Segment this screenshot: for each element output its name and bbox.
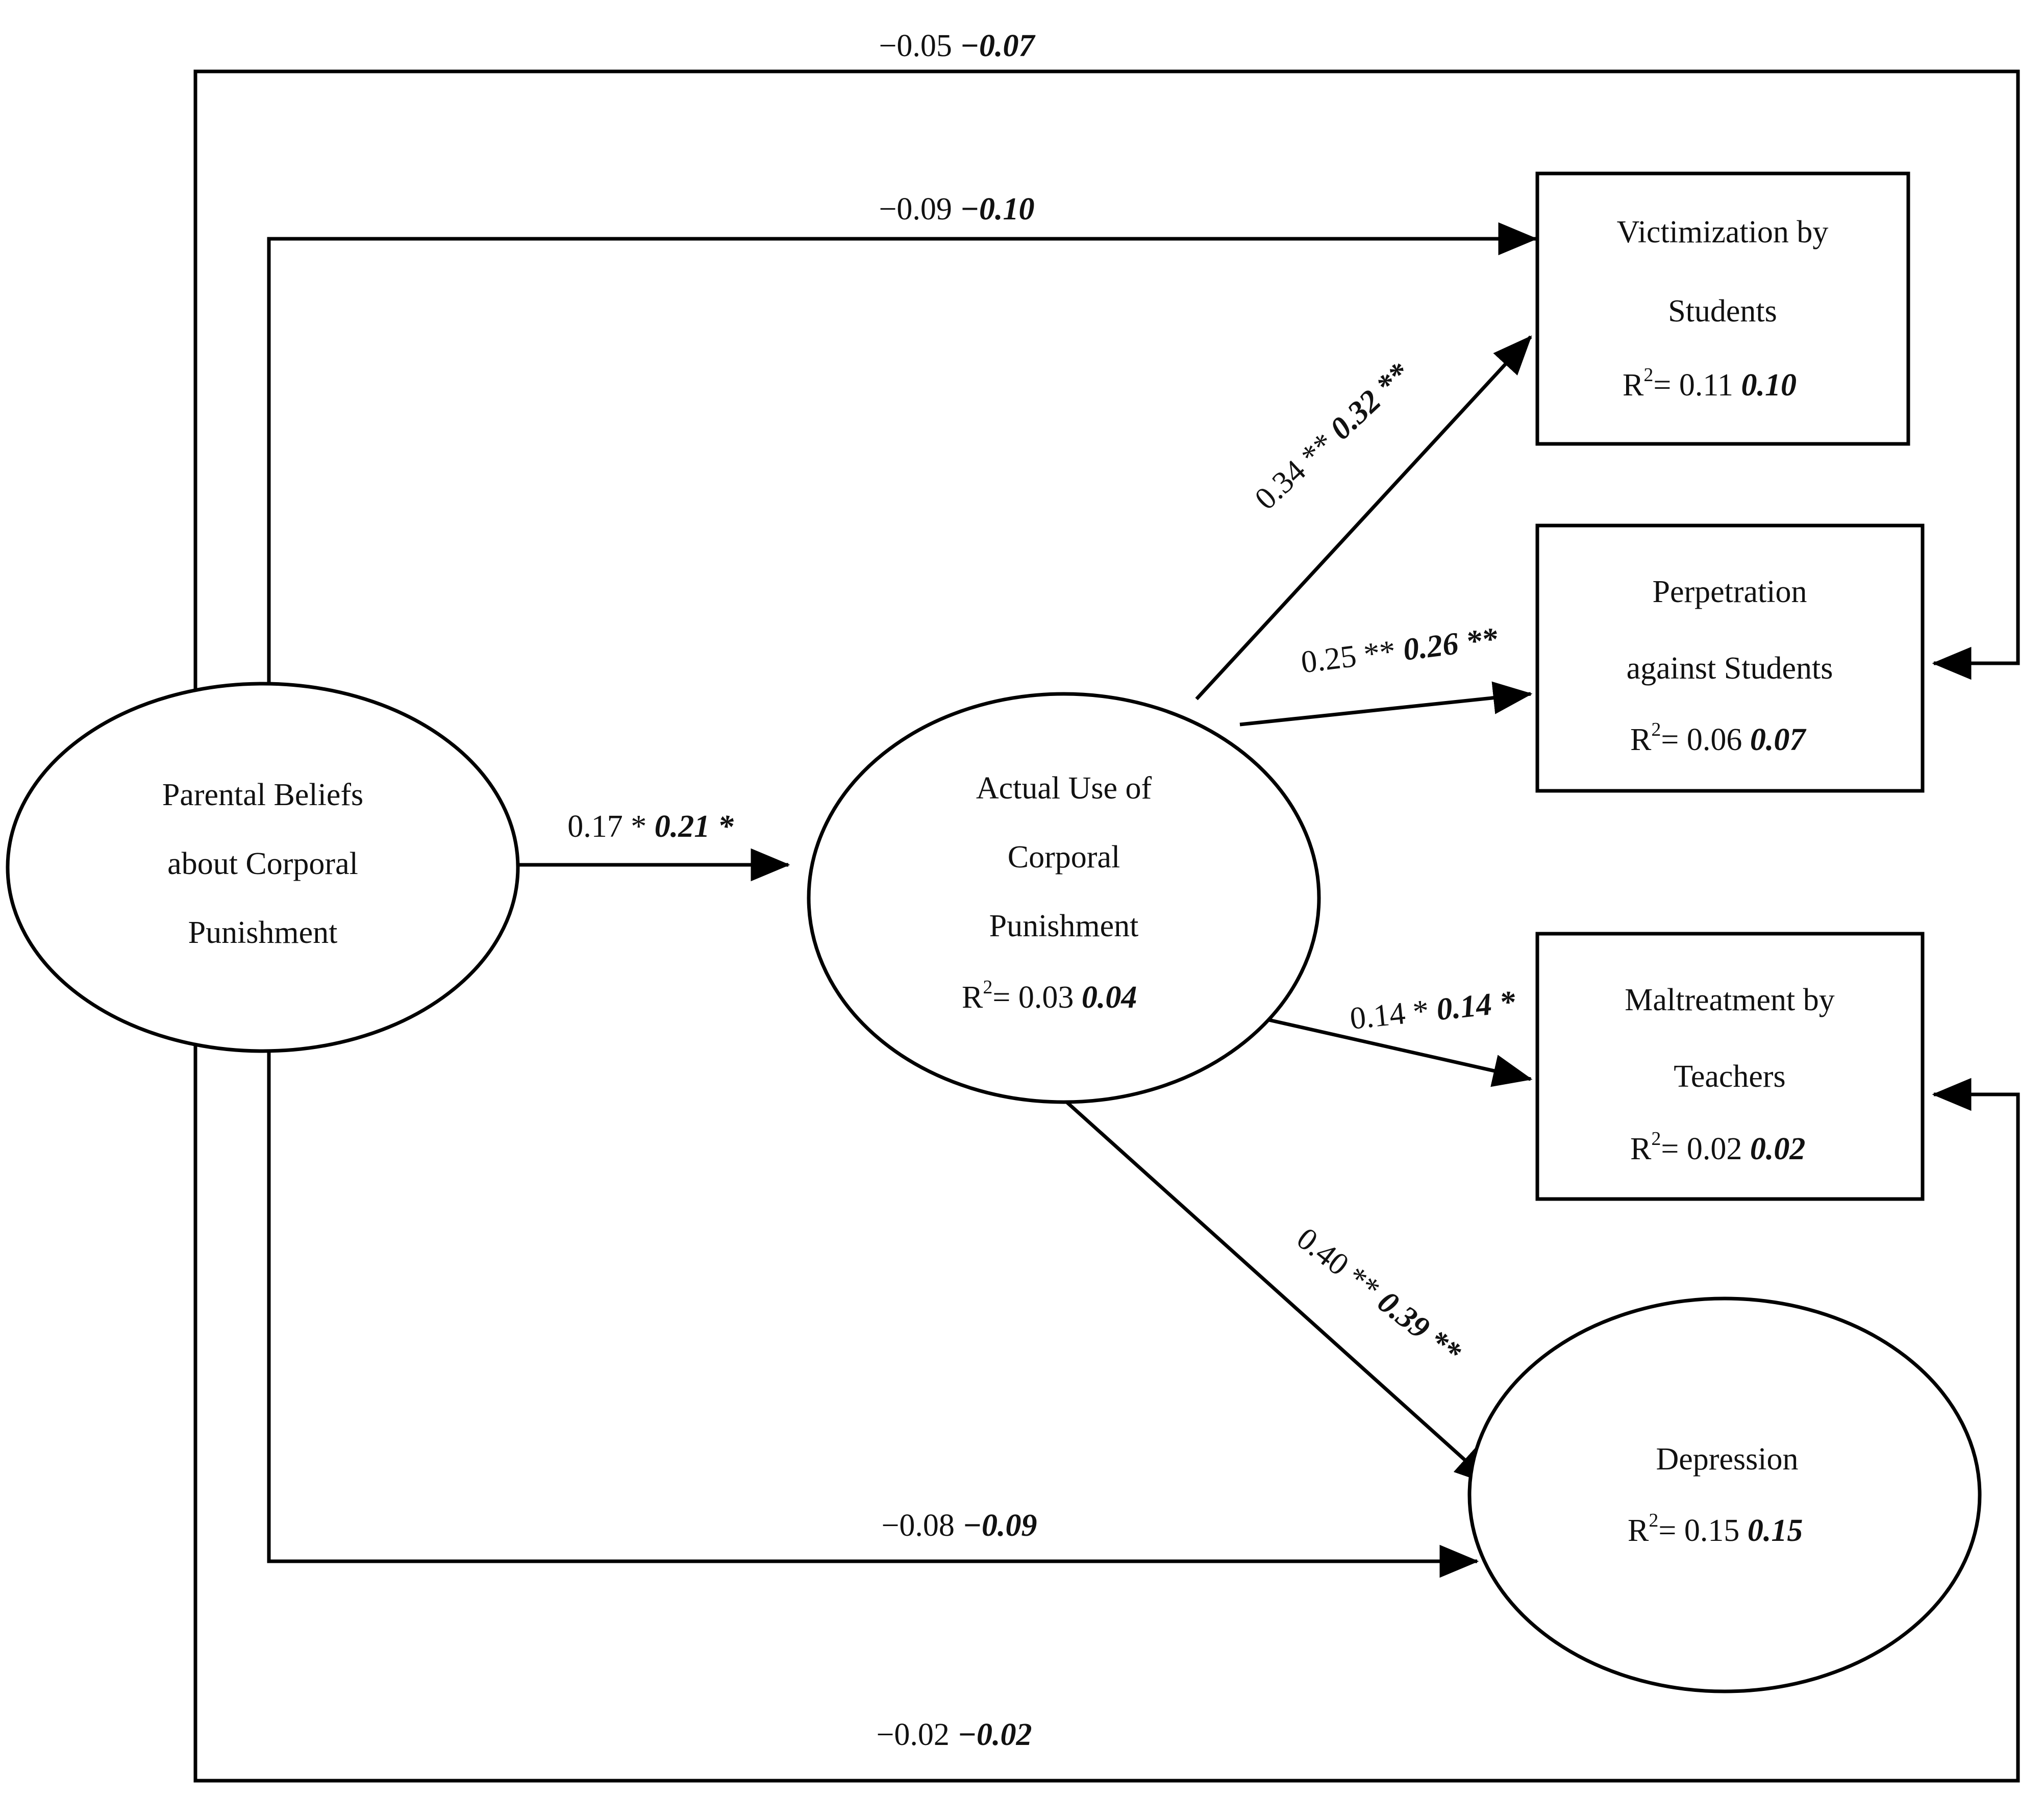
node-actual-use[interactable]	[807, 692, 1321, 1104]
label-use-perpetration: 0.25 ** 0.26 **	[1299, 621, 1500, 680]
maltreatment-line2: Teachers	[1674, 1059, 1785, 1094]
svg-text:R2= 0.06 0.07: R2= 0.06 0.07	[1630, 719, 1807, 757]
perpetration-line1: Perpetration	[1652, 575, 1807, 609]
victimization-line1: Victimization by	[1617, 215, 1829, 249]
maltreatment-r2-eq: = 0.02	[1661, 1132, 1742, 1166]
maltreatment-r2-sup: 2	[1651, 1128, 1661, 1150]
edge-beliefs-maltreatment	[193, 903, 2020, 1783]
depression-r2-eq: = 0.15	[1658, 1513, 1739, 1548]
node-victimization[interactable]	[1535, 171, 1910, 446]
victimization-r2-bold: 0.10	[1741, 368, 1797, 403]
svg-text:R2= 0.02 0.02: R2= 0.02 0.02	[1630, 1128, 1805, 1166]
label-beliefs-use: 0.17 * 0.21 *	[567, 809, 734, 844]
label-beliefs-maltreatment: −0.02 −0.02	[876, 1717, 1032, 1752]
victimization-r2: R2= 0.11 0.10	[1623, 364, 1797, 403]
node-perpetration[interactable]	[1535, 523, 1925, 793]
perpetration-r2-prefix: R	[1630, 722, 1652, 757]
actual-use-line1: Actual Use of	[976, 771, 1152, 806]
label-use-depression: 0.40 ** 0.39 **	[1290, 1221, 1468, 1370]
parental-beliefs-line1: Parental Beliefs	[162, 778, 363, 812]
edge-use-victimization	[1195, 335, 1532, 701]
svg-text:R2= 0.03 0.04: R2= 0.03 0.04	[962, 977, 1137, 1015]
svg-text:0.34 ** 0.32 **: 0.34 ** 0.32 **	[1248, 356, 1417, 517]
perpetration-line2: against Students	[1627, 651, 1833, 686]
maltreatment-r2-bold: 0.02	[1750, 1132, 1806, 1166]
svg-text:0.40 ** 0.39 **: 0.40 ** 0.39 **	[1290, 1221, 1468, 1370]
actual-use-r2-prefix: R	[962, 980, 983, 1015]
maltreatment-r2-prefix: R	[1630, 1132, 1652, 1166]
parental-beliefs-line3: Punishment	[188, 915, 338, 950]
svg-text:R2= 0.11 0.10: R2= 0.11 0.10	[1623, 364, 1797, 403]
depression-r2-bold: 0.15	[1748, 1513, 1803, 1548]
label-beliefs-victimization-direct: −0.05 −0.07	[879, 29, 1036, 63]
svg-text:0.25 ** 0.26 **: 0.25 ** 0.26 **	[1299, 621, 1500, 680]
perpetration-r2-eq: = 0.06	[1661, 722, 1742, 757]
edge-beliefs-victimization	[267, 222, 1538, 847]
edge-beliefs-depression	[267, 903, 1479, 1578]
depression-r2-sup: 2	[1649, 1510, 1658, 1531]
parental-beliefs-line2: about Corporal	[167, 846, 358, 881]
actual-use-line2: Corporal	[1008, 840, 1120, 875]
edge-beliefs-victimization-direct	[193, 69, 2020, 847]
depression-line1: Depression	[1656, 1442, 1799, 1477]
actual-use-r2: R2= 0.03 0.04	[962, 977, 1137, 1015]
svg-text:R2= 0.15 0.15: R2= 0.15 0.15	[1628, 1510, 1803, 1548]
node-maltreatment[interactable]	[1535, 932, 1925, 1201]
victimization-line2: Students	[1668, 294, 1777, 329]
victimization-r2-prefix: R	[1623, 368, 1644, 403]
victimization-r2-sup: 2	[1643, 364, 1653, 386]
actual-use-r2-sup: 2	[983, 977, 992, 998]
maltreatment-r2: R2= 0.02 0.02	[1630, 1128, 1805, 1166]
edge-use-depression	[1062, 1098, 1494, 1486]
edge-use-perpetration	[1239, 681, 1533, 727]
label-use-maltreatment: 0.14 * 0.14 *	[1348, 984, 1517, 1036]
label-beliefs-victimization: −0.09 −0.10	[879, 192, 1034, 227]
depression-r2: R2= 0.15 0.15	[1628, 1510, 1803, 1548]
actual-use-r2-eq: = 0.03	[992, 980, 1074, 1015]
svg-text:0.14 * 0.14 *: 0.14 * 0.14 *	[1348, 984, 1517, 1036]
label-use-victimization: 0.34 ** 0.32 **	[1248, 356, 1417, 517]
depression-r2-prefix: R	[1628, 1513, 1649, 1548]
actual-use-r2-bold: 0.04	[1082, 980, 1137, 1015]
perpetration-r2-sup: 2	[1651, 719, 1661, 740]
victimization-r2-eq: = 0.11	[1653, 368, 1733, 403]
node-parental-beliefs[interactable]	[6, 682, 520, 1053]
label-beliefs-depression: −0.08 −0.09	[881, 1508, 1037, 1543]
perpetration-r2: R2= 0.06 0.07	[1630, 719, 1807, 757]
maltreatment-line1: Maltreatment by	[1625, 983, 1834, 1017]
edge-use-maltreatment	[1237, 1011, 1533, 1087]
perpetration-r2-bold: 0.07	[1750, 722, 1807, 757]
actual-use-line3: Punishment	[989, 909, 1139, 943]
node-depression[interactable]	[1467, 1296, 1982, 1693]
